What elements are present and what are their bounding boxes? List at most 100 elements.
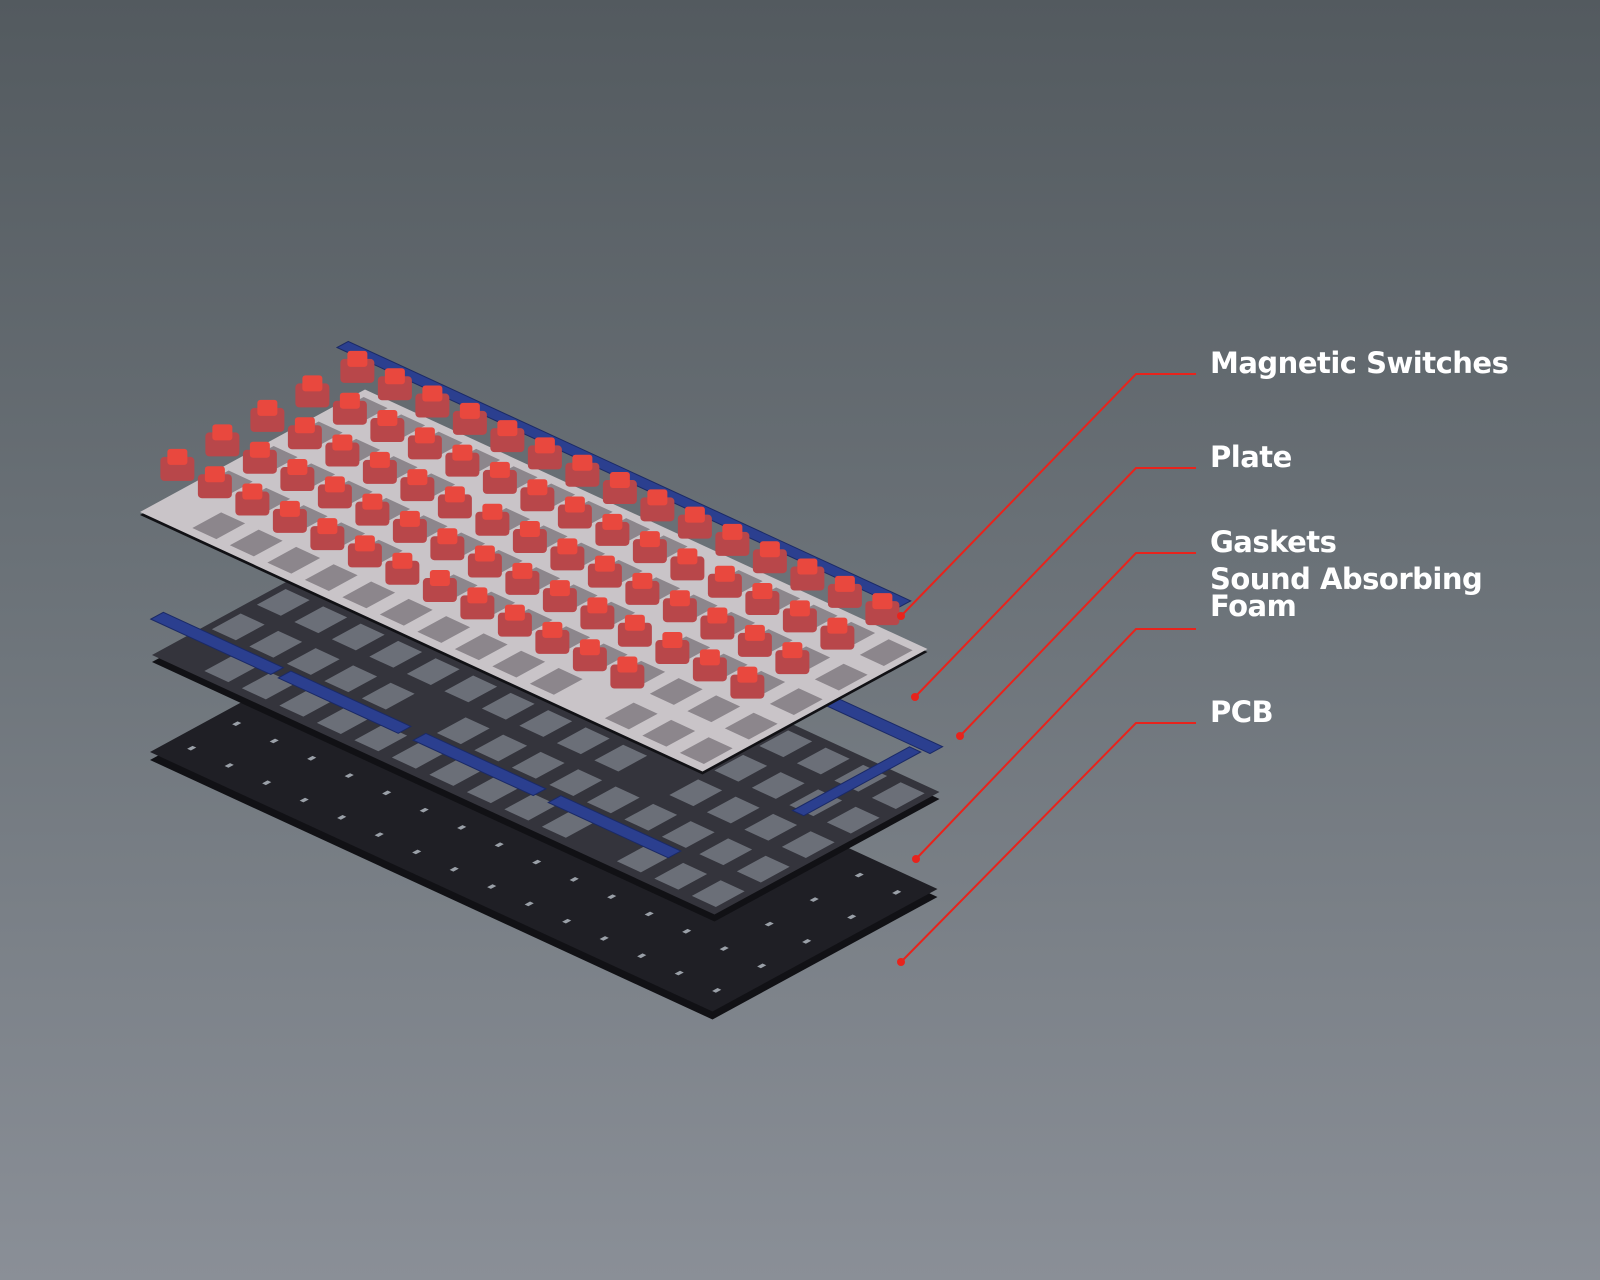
switch-stem (257, 399, 278, 416)
foam-cutout (759, 730, 813, 758)
plate-cutout (267, 546, 321, 574)
callout-dot (911, 693, 919, 701)
switch-stem (587, 597, 608, 614)
foam-cutout (286, 648, 340, 675)
foam-cutout (744, 813, 798, 841)
foam-cutout (736, 855, 790, 883)
foam-cutout (549, 769, 603, 796)
switch-stem (594, 555, 615, 572)
callout-dot (956, 732, 964, 740)
foam-cutout (331, 623, 385, 651)
callout-dot (897, 612, 905, 620)
switch-stem (662, 632, 683, 649)
switch-stem (669, 590, 690, 607)
pcb-hole (269, 738, 279, 744)
switch-stem (362, 493, 383, 510)
pcb-hole (187, 745, 197, 751)
foam-cutout (556, 727, 610, 755)
switch-stem (602, 513, 623, 530)
pcb-hole (374, 832, 384, 837)
callout-line (900, 373, 1196, 617)
switch-stem (542, 621, 563, 638)
pcb-hole (674, 970, 684, 976)
switch-stem (384, 368, 405, 385)
plate-cutout (379, 598, 433, 626)
switch-stem (827, 617, 848, 634)
plate-cutout (417, 616, 471, 643)
switch-stem (212, 424, 233, 441)
switch-stem (564, 496, 585, 513)
callout-dot (897, 958, 905, 966)
switch-stem (789, 600, 810, 617)
callout-line (900, 722, 1196, 963)
switch-stem (707, 607, 728, 624)
foam-cutout (699, 838, 753, 866)
switch-stem (294, 417, 315, 434)
plate-cutout (604, 702, 658, 730)
foam-cutout (706, 796, 760, 824)
pcb-hole (854, 872, 864, 878)
gasket-strip (277, 670, 412, 734)
switch-stem (414, 427, 435, 444)
switch-stem (332, 434, 353, 451)
pcb-hole (599, 936, 609, 941)
switch-stem (579, 639, 600, 656)
switch-stem (647, 489, 668, 506)
foam-cutout (594, 744, 648, 772)
foam-cutout (249, 630, 303, 658)
switch-stem (759, 541, 780, 558)
plate-cutout (649, 678, 703, 705)
foam-cutout (669, 779, 723, 807)
switch-stem (347, 350, 368, 367)
callout-dot (912, 855, 920, 863)
foam-cutout (444, 675, 498, 703)
foam-cutout (826, 806, 880, 834)
switch-stem (632, 572, 653, 589)
switch-stem (422, 385, 443, 402)
pcb-hole (487, 884, 497, 889)
pcb-hole (569, 877, 579, 882)
switch-stem (399, 510, 420, 527)
pcb-hole (262, 780, 272, 786)
foam-cutout (624, 803, 678, 831)
pcb-hole (719, 946, 729, 951)
switch-stem (204, 466, 225, 483)
foam-cutout (796, 747, 850, 775)
switch-stem (617, 656, 638, 673)
label-gaskets: Gaskets (1210, 525, 1337, 559)
switch-stem (834, 575, 855, 592)
foam-cutout (324, 665, 378, 693)
pcb-hole (712, 988, 722, 993)
callout-line (959, 552, 1196, 737)
switch-stem (782, 642, 803, 659)
gasket-strip (149, 611, 285, 676)
switch-stem (242, 483, 263, 500)
foam-cutout (474, 734, 528, 762)
pcb-hole (532, 859, 542, 865)
switches-layer (160, 350, 900, 699)
pcb-hole (644, 911, 654, 917)
gasket-strip (412, 732, 547, 797)
switch-stem (872, 593, 893, 610)
foam-cutout (691, 880, 745, 907)
plate-cutout (304, 564, 358, 591)
switch-stem (429, 570, 450, 587)
foam-cutout (714, 754, 768, 782)
plate-cutout (859, 639, 913, 666)
pcb-hole (892, 890, 902, 895)
switch-stem (407, 469, 428, 486)
callout-line (914, 467, 1196, 698)
foam-cutout (211, 613, 265, 641)
switch-stem (797, 558, 818, 575)
pcb-hole (637, 953, 647, 959)
plate-cutout (679, 737, 733, 764)
switch-stem (437, 528, 458, 545)
pcb-hole (344, 773, 354, 778)
pcb-hole (382, 790, 392, 796)
pcb-hole (337, 815, 347, 820)
switch-stem (684, 506, 705, 523)
plate-cutout (529, 668, 583, 695)
pcb-hole (494, 842, 504, 848)
switch-stem (737, 666, 758, 683)
foam-cutout (586, 786, 640, 814)
